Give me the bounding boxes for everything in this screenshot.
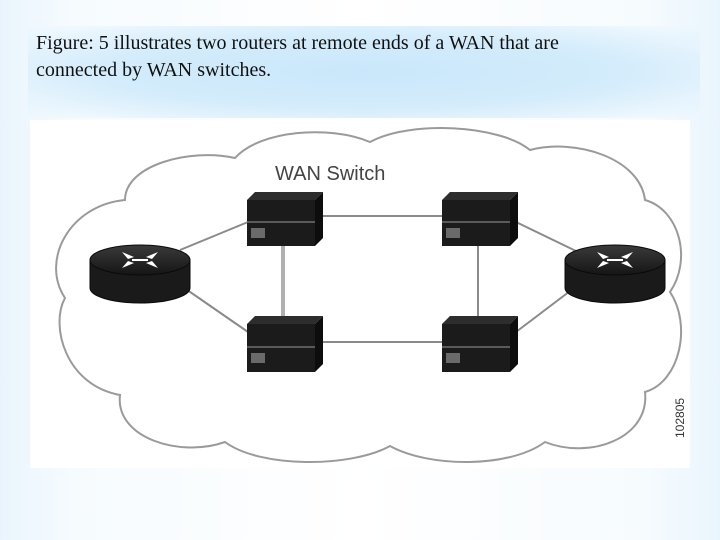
router-left — [89, 244, 191, 304]
router-arrows-icon — [597, 252, 633, 268]
caption-line-1: Figure: 5 illustrates two routers at rem… — [36, 32, 559, 54]
figure-caption: Figure: 5 illustrates two routers at rem… — [36, 30, 676, 84]
router-right — [564, 244, 666, 304]
port-icon — [251, 353, 265, 363]
wan-cloud — [55, 127, 683, 463]
figure-id: 102805 — [673, 398, 687, 438]
caption-box — [28, 26, 700, 118]
link-switch-top-right-router-right — [515, 221, 579, 253]
port-icon — [446, 228, 460, 238]
link-router-left-switch-bottom-left — [179, 284, 249, 333]
caption-line-2: connected by WAN switches. — [36, 59, 272, 81]
switch-bottom-left — [247, 316, 323, 372]
port-icon — [251, 228, 265, 238]
wan-diagram: WAN Switch — [55, 127, 687, 463]
switch-bottom-right — [442, 316, 518, 372]
router-arrows-icon — [122, 252, 158, 268]
switch-top-right — [442, 192, 518, 246]
wan-switch-label: WAN Switch — [275, 163, 385, 185]
port-icon — [446, 353, 460, 363]
switch-top-left — [247, 192, 323, 246]
wan-diagram-panel: WAN Switch — [30, 120, 690, 468]
link-router-left-switch-top-left — [179, 221, 249, 251]
